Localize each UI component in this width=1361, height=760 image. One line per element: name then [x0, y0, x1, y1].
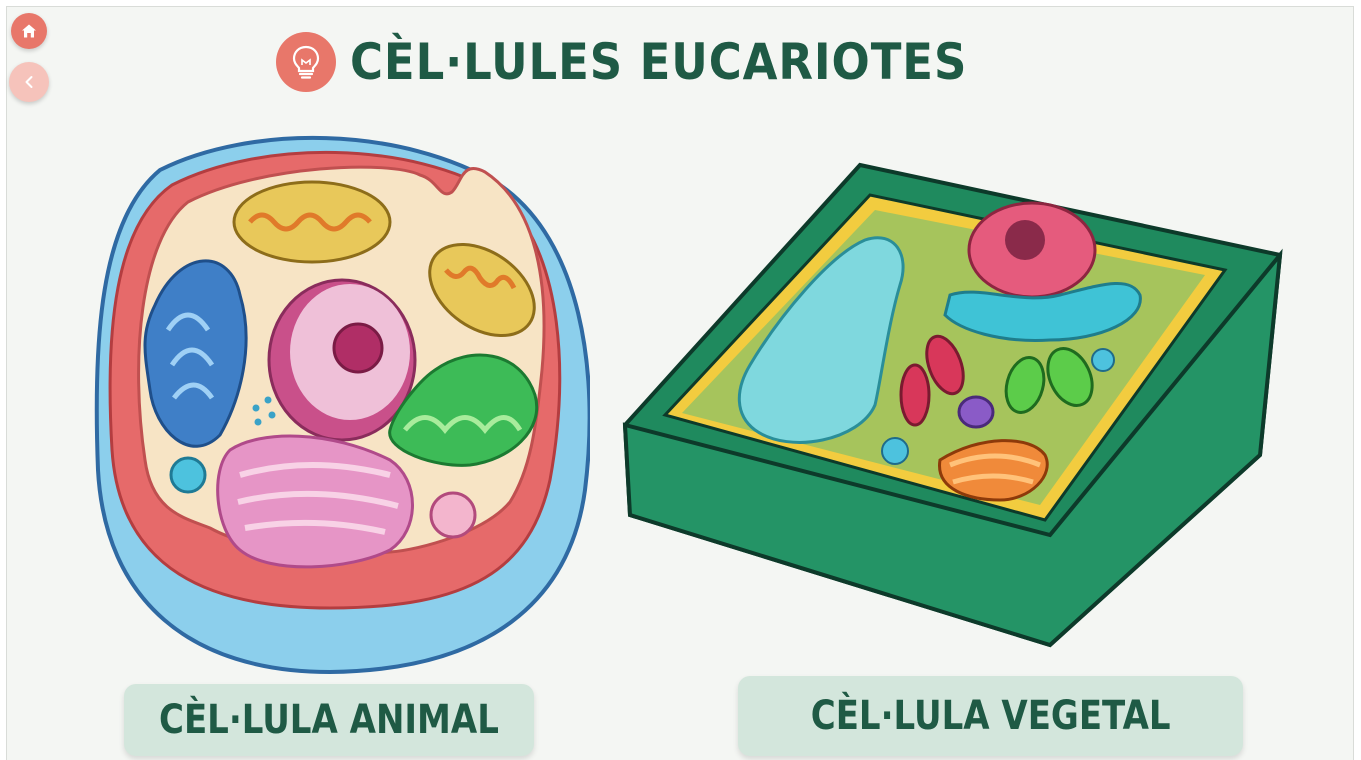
animal-cell-label: CÈL·LULA ANIMAL: [159, 697, 499, 743]
home-icon: [21, 23, 37, 39]
lightbulb-badge: [276, 32, 336, 92]
plant-cell-illustration: [620, 155, 1290, 650]
plant-cell-button[interactable]: CÈL·LULA VEGETAL: [738, 676, 1243, 756]
mitochondrion-plant-2: [901, 365, 929, 425]
lysosome: [431, 493, 475, 537]
page-header: CÈL·LULES EUCARIOTES: [276, 24, 1036, 100]
plant-cell-label: CÈL·LULA VEGETAL: [811, 693, 1171, 739]
chevron-left-icon: [21, 74, 37, 90]
page-title: CÈL·LULES EUCARIOTES: [350, 33, 967, 91]
mitochondrion-top: [234, 182, 390, 262]
plant-vesicle-small: [882, 438, 908, 464]
peroxisome: [959, 397, 993, 427]
plant-nucleolus: [1005, 220, 1045, 260]
animal-cell-button[interactable]: CÈL·LULA ANIMAL: [124, 684, 534, 756]
home-button[interactable]: [11, 13, 47, 49]
vesicle-left: [171, 458, 205, 492]
back-button[interactable]: [9, 62, 49, 102]
lightbulb-icon: [289, 44, 323, 80]
animal-cell-illustration: [90, 130, 590, 675]
nucleolus: [334, 324, 382, 372]
plant-vesicle: [1092, 349, 1114, 371]
